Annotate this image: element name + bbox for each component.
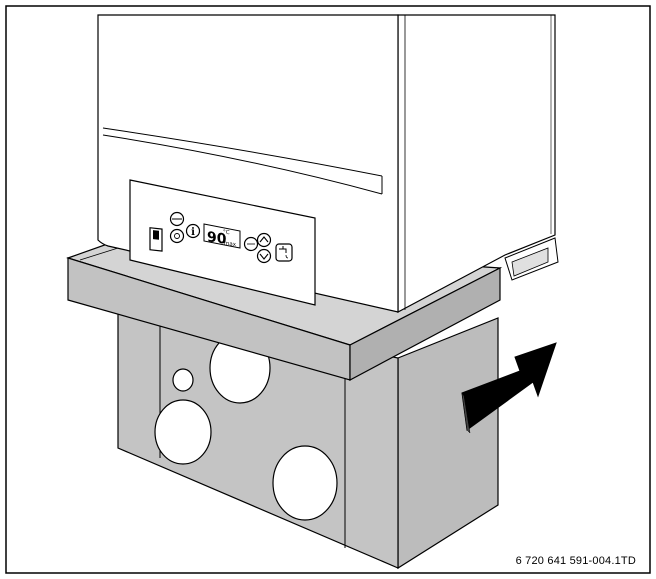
info-icon[interactable]: i xyxy=(185,223,201,239)
document-code-label: 6 720 641 591-004.1TD xyxy=(515,555,636,567)
figure-border xyxy=(5,5,651,574)
lcd-temperature-value: 90 xyxy=(207,229,227,248)
arrow-down-icon[interactable] xyxy=(256,248,272,264)
lcd-temperature-unit: °C xyxy=(223,229,230,236)
stand-top-right-face xyxy=(349,267,501,381)
svg-text:i: i xyxy=(191,227,195,238)
stand-hole-right xyxy=(272,445,338,521)
arrow-up-icon[interactable] xyxy=(256,232,272,248)
lcd-display-icon xyxy=(203,223,241,249)
reset-icon[interactable] xyxy=(169,211,185,227)
boiler-cover-line-2 xyxy=(102,134,383,195)
stand-right-side-panel xyxy=(397,317,499,570)
direction-arrow-shadow xyxy=(461,392,471,434)
stand-hole-left xyxy=(154,399,212,465)
direction-arrow-icon xyxy=(461,342,557,431)
stand-hole-small xyxy=(172,368,194,392)
hot-water-tap-icon[interactable] xyxy=(275,243,293,262)
boiler-cover-line-1 xyxy=(102,127,383,177)
power-switch-icon[interactable] xyxy=(149,227,163,252)
chimney-sweep-icon[interactable] xyxy=(169,228,185,244)
boiler-bracket-inner xyxy=(511,247,549,277)
mode-button-icon[interactable] xyxy=(243,236,259,252)
lcd-max-label: max xyxy=(224,241,237,249)
